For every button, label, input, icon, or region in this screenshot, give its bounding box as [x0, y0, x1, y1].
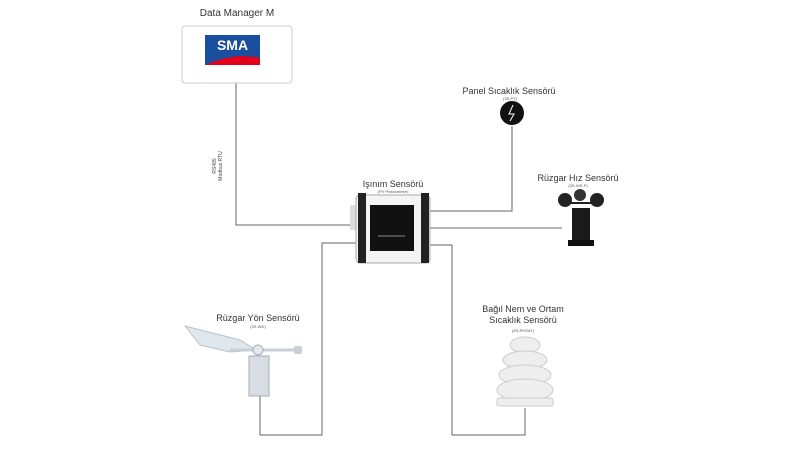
- panel-temp-code: (3S-PT): [503, 96, 517, 101]
- connection-mode: Modbus RTU: [218, 151, 224, 181]
- humidity-title-line1: Bağıl Nem ve Ortam: [482, 304, 564, 314]
- connection-label: RS485 Modbus RTU: [212, 146, 224, 186]
- panel-temp-sensor-graphic: [500, 101, 524, 125]
- panel-temp-title: Panel Sıcaklık Sensörü: [462, 86, 556, 96]
- line-irradiance-to-panel-temp: [430, 126, 513, 212]
- wind-speed-sensor-graphic: [558, 189, 604, 246]
- humidity-code: (3S-RHSAT): [511, 328, 535, 333]
- wind-direction-sensor-graphic: [183, 325, 302, 397]
- irradiance-sensor-code: (PV Piranometre): [377, 189, 409, 194]
- sma-logo: SMA: [216, 37, 249, 53]
- data-manager-title: Data Manager M: [199, 8, 275, 19]
- humidity-title: Bağıl Nem ve Ortam Sıcaklık Sensörü: [482, 304, 564, 326]
- humidity-title-line2: Sıcaklık Sensörü: [489, 315, 557, 325]
- connection-lines: [235, 83, 562, 436]
- wind-speed-code: (3S-WS-P): [568, 183, 588, 188]
- line-irradiance-to-wind-direction: [259, 242, 356, 436]
- data-manager-box: [181, 25, 293, 84]
- line-sma-to-irradiance: [235, 83, 356, 226]
- wind-direction-title: Rüzgar Yön Sensörü: [216, 313, 300, 323]
- irradiance-sensor-title: Işınım Sensörü: [362, 179, 424, 189]
- line-irradiance-to-humidity: [430, 244, 526, 436]
- humidity-sensor-graphic: [496, 336, 554, 407]
- irradiance-device: [350, 193, 431, 264]
- wind-direction-code: (3S-WD): [250, 324, 266, 329]
- wind-speed-title: Rüzgar Hız Sensörü: [537, 173, 619, 183]
